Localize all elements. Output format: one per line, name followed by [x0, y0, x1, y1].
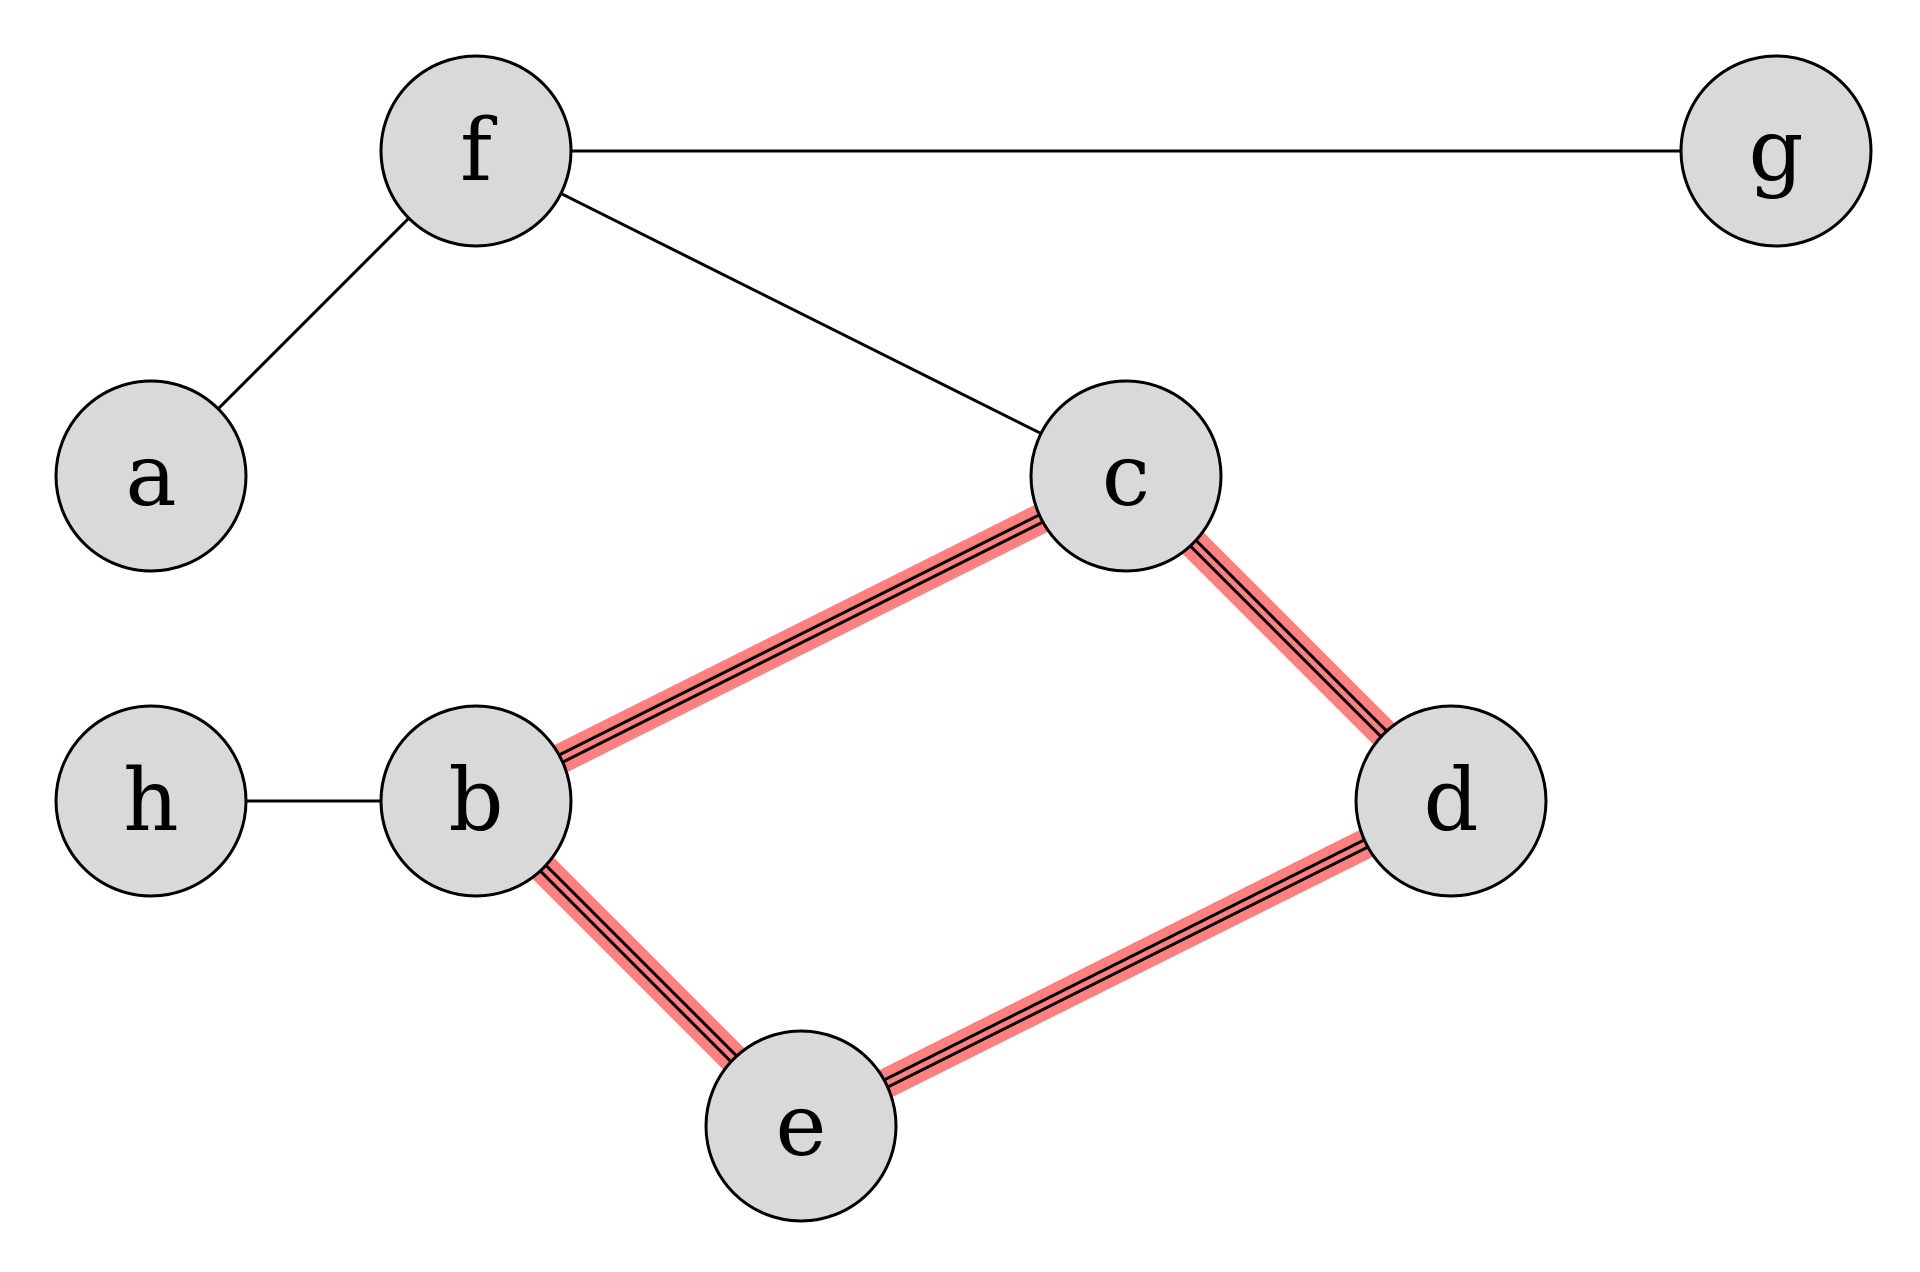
node-c: c — [1029, 379, 1223, 573]
node-label-d: d — [1423, 751, 1478, 851]
edge-line-e-d-1 — [798, 796, 1450, 1124]
node-b: b — [379, 704, 573, 898]
node-e: e — [704, 1029, 898, 1223]
edge-b-c — [469, 462, 1133, 815]
edge-highlight-b-c — [469, 462, 1133, 815]
node-label-a: a — [125, 426, 176, 526]
node-label-g: g — [1748, 101, 1803, 201]
node-d: d — [1354, 704, 1548, 898]
node-a: a — [54, 379, 248, 573]
edge-line-f-c — [475, 149, 1127, 478]
node-circle-a — [54, 379, 248, 573]
node-label-e: e — [776, 1076, 827, 1176]
edge-highlight-e-d — [794, 787, 1458, 1140]
node-circle-c — [1029, 379, 1223, 573]
node-circle-d — [1354, 704, 1548, 898]
node-circle-e — [704, 1029, 898, 1223]
node-circle-b — [379, 704, 573, 898]
node-label-h: h — [123, 751, 178, 851]
edge-e-d — [794, 787, 1458, 1140]
node-label-b: b — [448, 751, 503, 851]
node-circle-g — [1679, 54, 1873, 248]
node-label-c: c — [1102, 426, 1150, 526]
edge-line-b-c-1 — [473, 471, 1125, 799]
edge-f-c — [475, 149, 1127, 478]
nodes-layer: f g a c h b d e — [54, 54, 1873, 1223]
edges-layer — [149, 149, 1776, 1140]
node-g: g — [1679, 54, 1873, 248]
node-circle-h — [54, 704, 248, 898]
edge-line-e-d-0 — [802, 803, 1454, 1131]
node-f: f — [379, 54, 573, 248]
node-h: h — [54, 704, 248, 898]
node-label-f: f — [460, 101, 497, 201]
node-circle-f — [379, 54, 573, 248]
edge-line-b-c-0 — [477, 478, 1129, 806]
